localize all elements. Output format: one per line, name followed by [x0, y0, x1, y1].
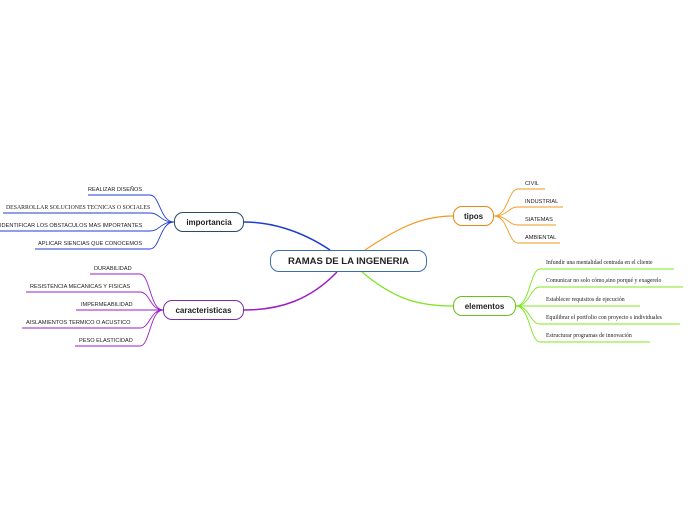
tipos-leaf-lines: [493, 188, 563, 244]
caracteristicas-item[interactable]: IMPERMEABILIDAD: [81, 302, 133, 308]
link-central-tipos: [364, 215, 454, 251]
importancia-item[interactable]: APLICAR SIENCIAS QUE CONOCEMOS: [38, 241, 143, 247]
link-central-elementos: [361, 271, 454, 307]
elementos-item[interactable]: Equilibrar el portfolio con proyecto s i…: [546, 315, 662, 321]
caracteristicas-item[interactable]: DURABILIDAD: [94, 266, 132, 272]
elementos-node[interactable]: elementos: [453, 296, 516, 316]
caracteristicas-item[interactable]: AISLAMIENTOS TERMICO O ACUSTICO: [26, 320, 131, 326]
caracteristicas-item[interactable]: PESO ELASTICIDAD: [79, 338, 133, 344]
importancia-item[interactable]: DESARROLLAR SOLUCIONES TECNICAS O SOCIAL…: [6, 205, 151, 211]
elementos-item[interactable]: Establecer requisitos de ejecución: [546, 297, 625, 303]
caracteristicas-item[interactable]: RESISTENCIA MECANICAS Y FISICAS: [30, 284, 131, 290]
tipos-node[interactable]: tipos: [453, 206, 494, 226]
importancia-node[interactable]: importancia: [174, 212, 244, 232]
elementos-item[interactable]: Infundir una mentalidad centrada en el c…: [546, 260, 653, 266]
importancia-item[interactable]: REALIZAR DISEÑOS: [88, 187, 143, 193]
elementos-item[interactable]: Estructurar programas de innovación: [546, 333, 632, 339]
caracteristicas-leaf-lines: [22, 273, 164, 347]
central-topic[interactable]: RAMAS DE LA INGENERIA: [270, 250, 427, 272]
link-central-caracteristicas: [243, 271, 338, 311]
tipos-item[interactable]: CIVIL: [525, 181, 539, 187]
link-central-importancia: [243, 221, 331, 251]
tipos-item[interactable]: SIATEMAS: [525, 217, 553, 223]
importancia-leaf-lines: [0, 194, 175, 250]
caracteristicas-node[interactable]: caracteristicas: [163, 300, 244, 320]
tipos-item[interactable]: INDUSTRIAL: [525, 199, 559, 205]
elementos-leaf-lines: [515, 268, 683, 343]
tipos-item[interactable]: AMBIENTAL: [525, 235, 557, 241]
elementos-item[interactable]: Comunicar no solo cómo,sino porqué y exa…: [546, 278, 662, 284]
importancia-item[interactable]: IDENTIFICAR LOS OBSTACULOS MAS IMPORTANT…: [0, 223, 143, 229]
